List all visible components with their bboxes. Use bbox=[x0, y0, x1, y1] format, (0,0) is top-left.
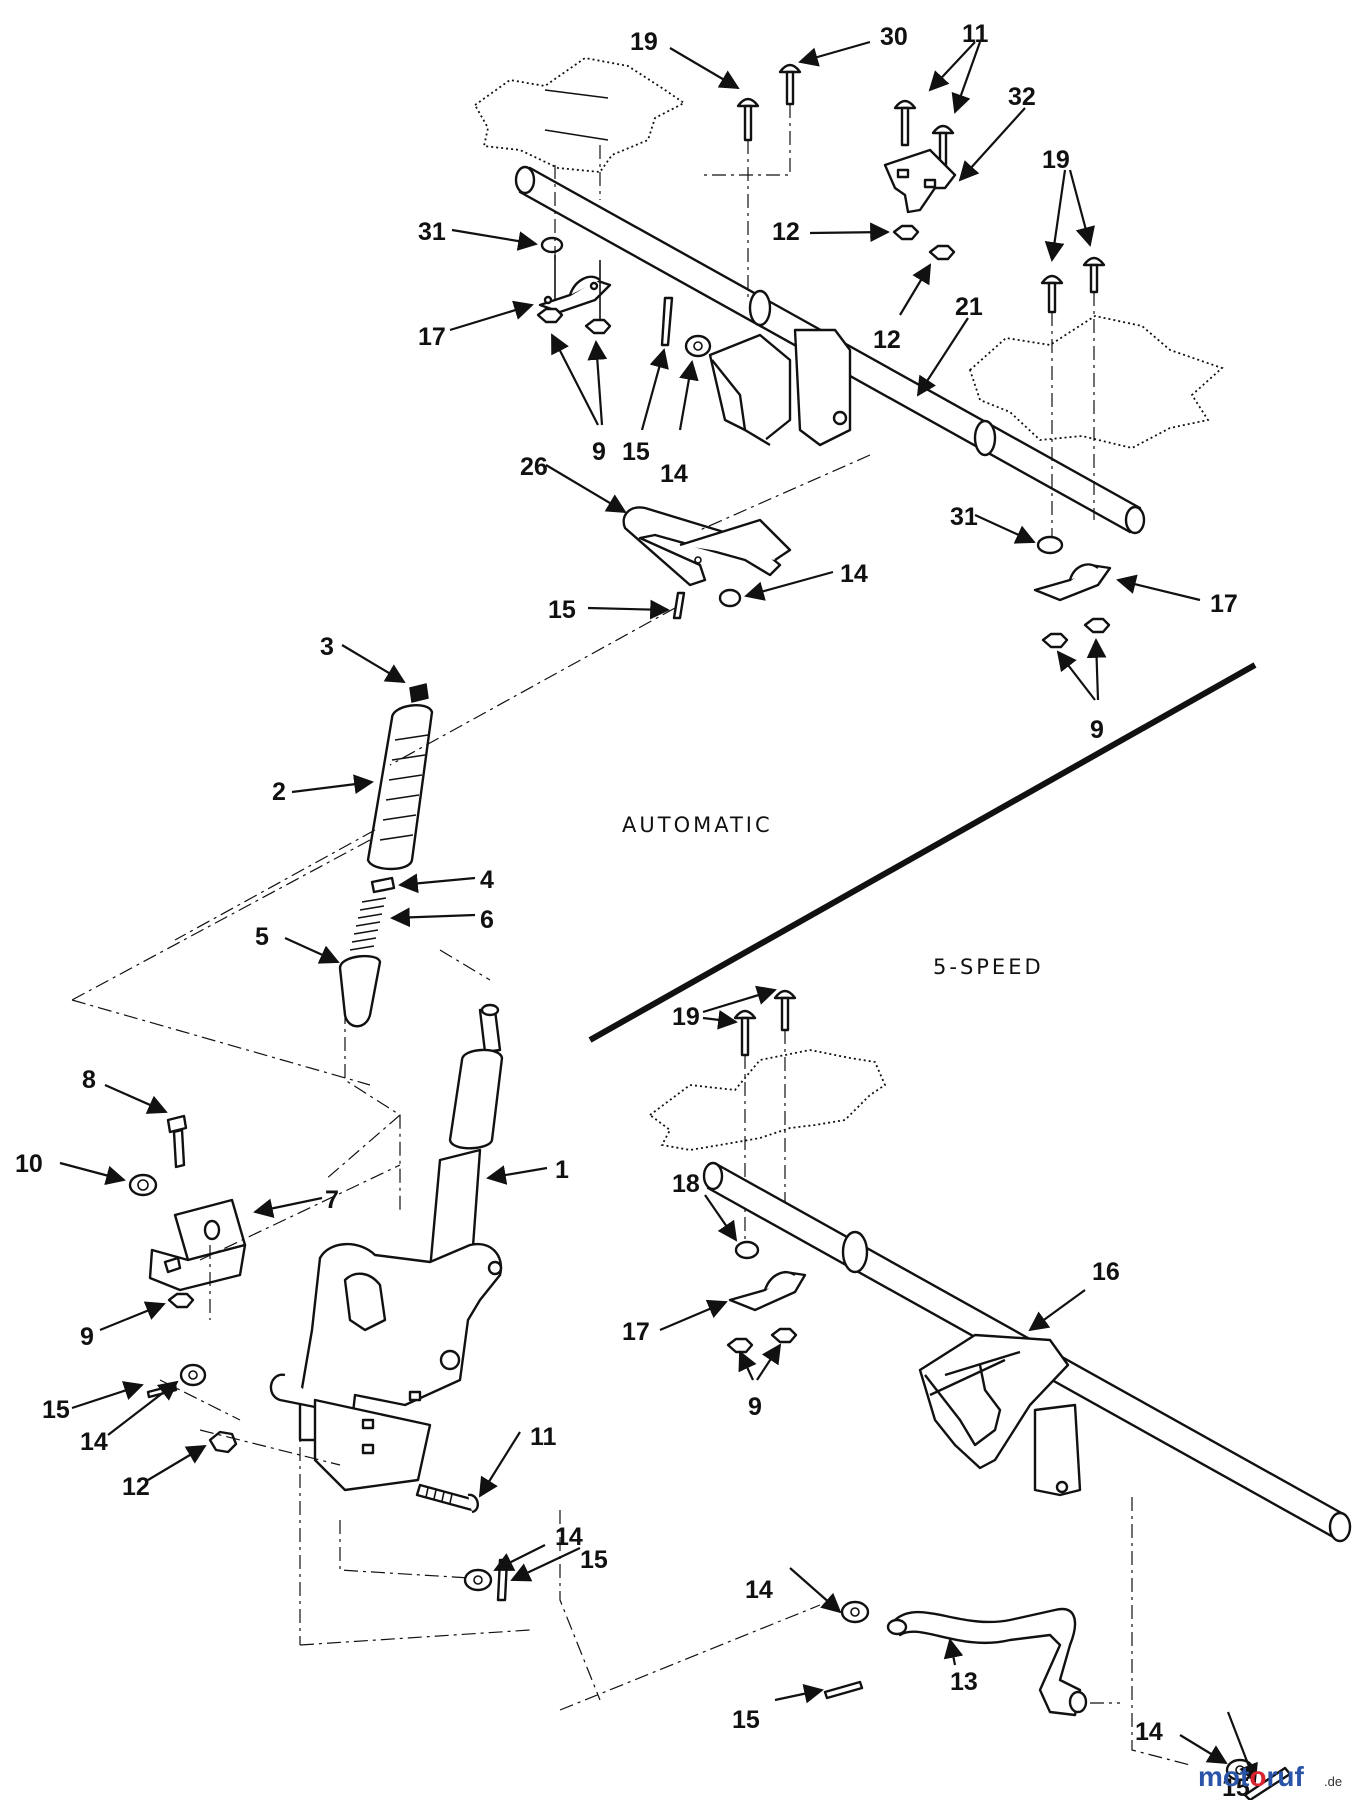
watermark-logo: motoruf .de bbox=[1198, 1761, 1342, 1792]
callout-9: 9 bbox=[592, 438, 606, 466]
automatic-shift-bracket bbox=[708, 328, 852, 447]
callout-14: 14 bbox=[660, 460, 688, 488]
five-speed-washers-cotters bbox=[823, 1600, 1292, 1800]
section-label-automatic: AUTOMATIC bbox=[622, 813, 773, 837]
watermark-brand-prefix: mot bbox=[1198, 1761, 1249, 1792]
callout-9: 9 bbox=[1090, 716, 1104, 744]
callout-9: 9 bbox=[748, 1393, 762, 1421]
callout-21: 21 bbox=[955, 293, 983, 321]
detent-pin-spring-plunger bbox=[338, 876, 396, 1028]
callout-14: 14 bbox=[555, 1523, 583, 1551]
callout-2: 2 bbox=[272, 778, 286, 806]
callout-30: 30 bbox=[880, 23, 908, 51]
callout-17: 17 bbox=[418, 323, 446, 351]
five-speed-shift-bracket bbox=[918, 1333, 1082, 1497]
callout-10: 10 bbox=[15, 1150, 43, 1178]
automatic-shift-link-26 bbox=[622, 454, 871, 620]
automatic-guide-lines bbox=[71, 607, 821, 1711]
callout-14: 14 bbox=[840, 560, 868, 588]
callout-11: 11 bbox=[530, 1423, 557, 1451]
five-speed-hardware bbox=[726, 1240, 807, 1354]
automatic-frame-plate-right bbox=[968, 315, 1224, 449]
callout-18: 18 bbox=[672, 1170, 700, 1198]
lever-bolt-11 bbox=[415, 1483, 479, 1514]
callout-15: 15 bbox=[1222, 1774, 1250, 1800]
callout-15: 15 bbox=[732, 1706, 760, 1734]
callout-12: 12 bbox=[122, 1473, 150, 1501]
lever-bracket-7 bbox=[148, 1198, 247, 1292]
callout-14: 14 bbox=[1135, 1718, 1163, 1746]
callout-17: 17 bbox=[622, 1318, 650, 1346]
callout-32: 32 bbox=[1008, 83, 1036, 111]
callout-26: 26 bbox=[520, 453, 548, 481]
callout-4: 4 bbox=[480, 866, 494, 894]
callout-19: 19 bbox=[672, 1003, 700, 1031]
callout-31: 31 bbox=[418, 218, 446, 246]
five-speed-bolts bbox=[733, 989, 797, 1245]
callout-12: 12 bbox=[873, 326, 901, 354]
watermark-brand-suffix: ruf bbox=[1266, 1761, 1304, 1792]
callout-15: 15 bbox=[622, 438, 650, 466]
svg-text:motoruf: motoruf bbox=[1198, 1761, 1304, 1792]
automatic-frame-plate-left bbox=[473, 57, 686, 173]
callout-5: 5 bbox=[255, 923, 269, 951]
callout-15: 15 bbox=[42, 1396, 70, 1424]
callout-7: 7 bbox=[325, 1186, 339, 1214]
watermark-tld: .de bbox=[1324, 1774, 1342, 1789]
callout-17: 17 bbox=[1210, 590, 1238, 618]
callout-19: 19 bbox=[630, 28, 658, 56]
shift-lever-housing bbox=[269, 1242, 503, 1492]
callout-12: 12 bbox=[772, 218, 800, 246]
section-divider bbox=[588, 662, 1257, 1043]
callout-9: 9 bbox=[80, 1323, 94, 1351]
callout-13: 13 bbox=[950, 1668, 978, 1696]
automatic-cotter-washer bbox=[660, 296, 712, 358]
callout-arrows bbox=[59, 40, 1258, 1784]
callout-14: 14 bbox=[745, 1576, 773, 1604]
callout-31: 31 bbox=[950, 503, 978, 531]
callout-14: 14 bbox=[80, 1428, 108, 1456]
shift-knob-grip bbox=[366, 703, 434, 871]
automatic-left-hardware bbox=[536, 145, 612, 335]
automatic-strap-right bbox=[1033, 535, 1112, 649]
five-speed-shift-link-13 bbox=[886, 1497, 1191, 1766]
shift-lever bbox=[428, 1003, 504, 1272]
callout-15: 15 bbox=[580, 1546, 608, 1574]
callout-19: 19 bbox=[1042, 146, 1070, 174]
callout-8: 8 bbox=[82, 1066, 96, 1094]
callout-16: 16 bbox=[1092, 1258, 1120, 1286]
automatic-plate-32 bbox=[883, 148, 957, 261]
shift-knob-cap bbox=[409, 683, 429, 703]
callout-6: 6 bbox=[480, 906, 494, 934]
callout-labels: 19 30 11 32 19 31 12 17 12 21 9 15 14 26… bbox=[15, 20, 1250, 1800]
callout-1: 1 bbox=[555, 1156, 569, 1184]
automatic-bolts-top bbox=[700, 63, 955, 300]
callout-3: 3 bbox=[320, 633, 334, 661]
section-label-five-speed: 5-SPEED bbox=[933, 955, 1044, 979]
watermark-brand-mid: o bbox=[1249, 1761, 1266, 1792]
five-speed-frame-plate bbox=[648, 1049, 887, 1151]
callout-15: 15 bbox=[548, 596, 576, 624]
automatic-bolts-right bbox=[1040, 256, 1106, 540]
callout-11: 11 bbox=[962, 20, 989, 48]
